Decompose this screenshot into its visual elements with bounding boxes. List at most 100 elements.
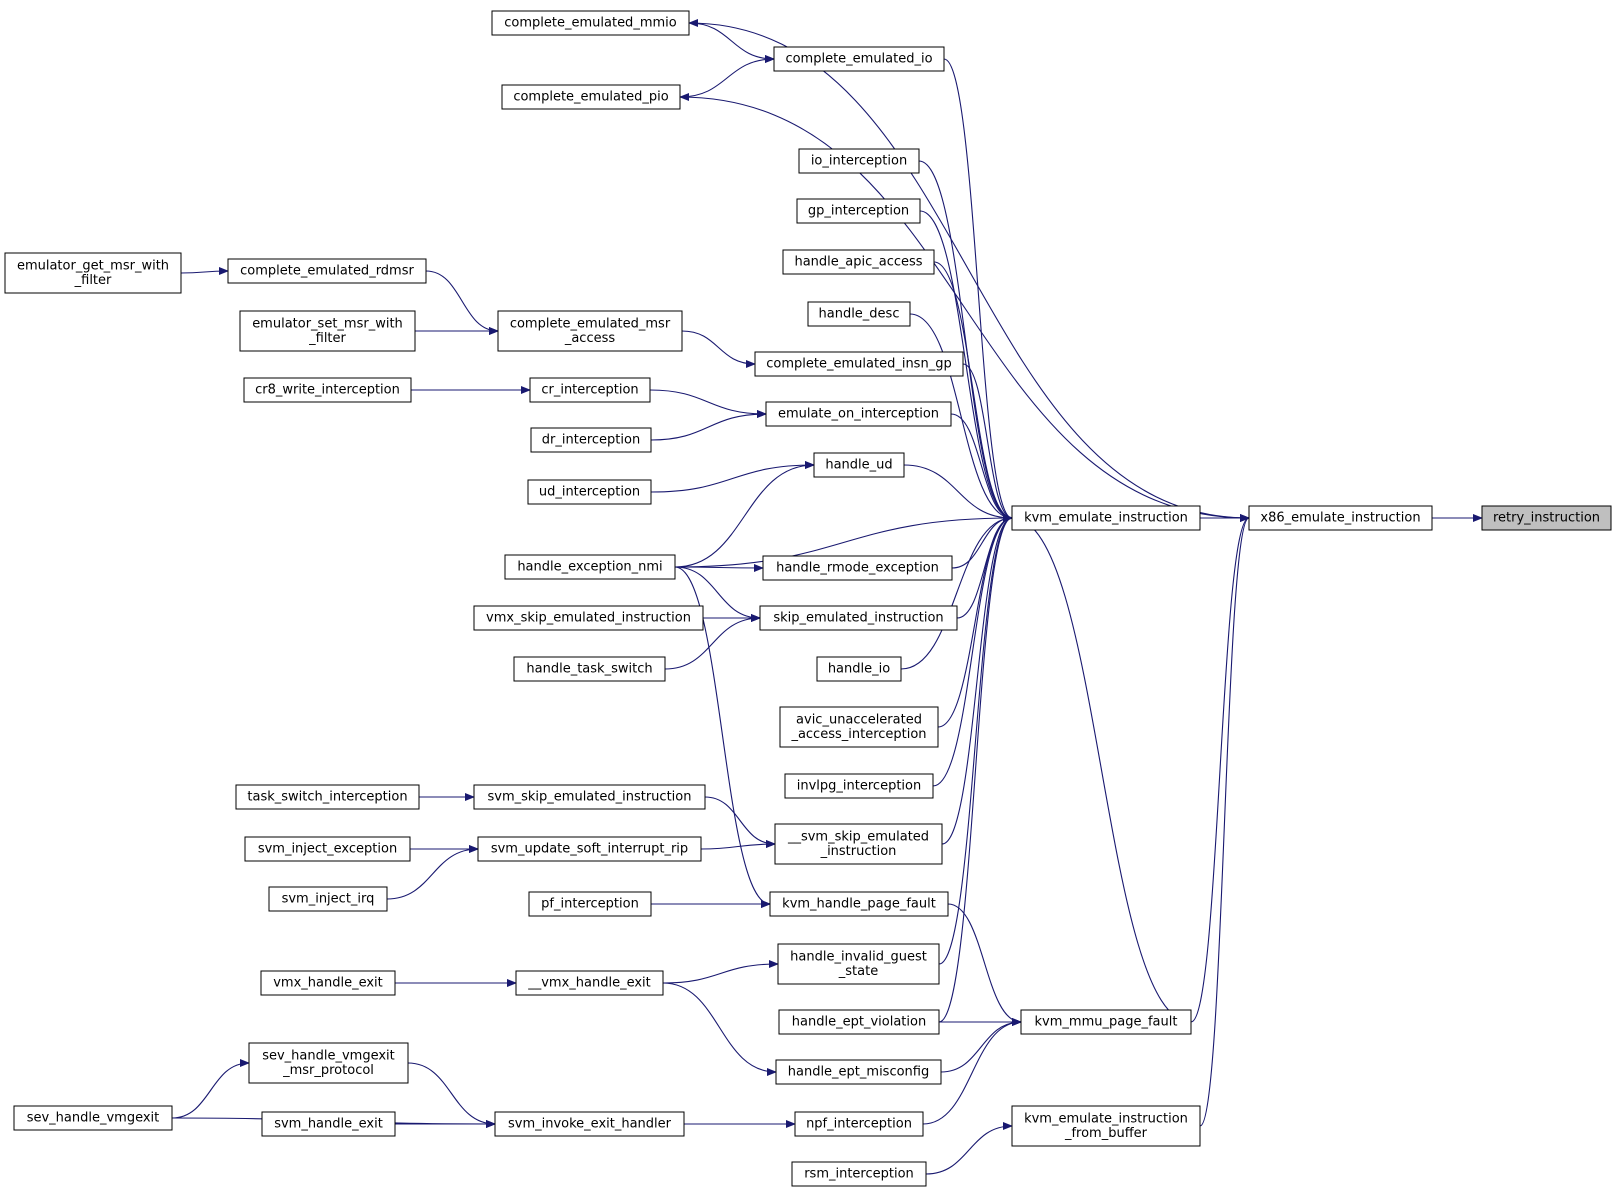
node-handle-rmode-exception[interactable]: handle_rmode_exception [762,555,953,581]
node-label: handle_ept_misconfig [788,1065,929,1080]
node-svm-inject-exception[interactable]: svm_inject_exception [244,836,411,862]
node-sev-handle-vmgexit[interactable]: sev_handle_vmgexit [13,1105,173,1131]
node-label: emulate_on_interception [778,407,939,422]
edge-complete-emulated-rdmsr-to-complete-emulated-msr-access [425,270,499,335]
node-label: kvm_emulate_instruction [1024,1111,1188,1126]
node-label: gp_interception [808,204,909,219]
node-x86-emulate-instruction[interactable]: x86_emulate_instruction [1248,505,1433,531]
node-handle-io[interactable]: handle_io [816,656,902,682]
node-label: _filter [74,273,112,288]
edge-complete-emulated-io-to-kvm-emulate-instruction [943,58,1013,522]
node-emulate-on-interception[interactable]: emulate_on_interception [765,401,952,427]
node-handle-exception-nmi[interactable]: handle_exception_nmi [504,554,676,580]
node-label: task_switch_interception [247,790,407,805]
node-label: invlpg_interception [797,779,921,794]
node-task-switch-interception[interactable]: task_switch_interception [235,784,420,810]
node-box [261,1111,396,1137]
node-box [248,1042,409,1084]
node-sev-handle-vmgexit-msr-protocol[interactable]: sev_handle_vmgexit_msr_protocol [248,1042,409,1084]
node-svm-invoke-exit-handler[interactable]: svm_invoke_exit_handler [494,1111,685,1137]
node-complete-emulated-mmio[interactable]: complete_emulated_mmio [491,10,690,36]
node-label: handle_ud [825,458,892,473]
node-label: handle_exception_nmi [517,560,662,575]
edge-handle-exception-nmi-to-kvm-handle-page-fault [674,566,771,908]
node-box [1248,505,1433,531]
node-handle-ud[interactable]: handle_ud [813,452,905,478]
node-ud-interception[interactable]: ud_interception [527,479,652,505]
node-complete-emulated-pio[interactable]: complete_emulated_pio [501,84,681,110]
node-label: _filter [308,331,346,346]
node-complete-emulated-msr-access[interactable]: complete_emulated_msr_access [497,310,683,352]
node-kvm-emulate-instruction-from-buffer[interactable]: kvm_emulate_instruction_from_buffer [1011,1105,1201,1147]
node-kvm-mmu-page-fault[interactable]: kvm_mmu_page_fault [1020,1009,1192,1035]
node-box [473,605,704,631]
node-label: retry_instruction [1493,511,1600,526]
node-svm-update-soft-interrupt-rip[interactable]: svm_update_soft_interrupt_rip [477,836,702,862]
node-complete-emulated-rdmsr[interactable]: complete_emulated_rdmsr [227,258,427,284]
edge-handle-desc-to-kvm-emulate-instruction [909,313,1013,522]
edge-handle-exception-nmi-to-handle-rmode-exception [674,563,764,572]
node-avic-unaccelerated-access-interception[interactable]: avic_unaccelerated_access_interception [779,706,939,748]
edge-handle-exception-nmi-to-kvm-emulate-instruction [674,514,1013,568]
node-handle-desc[interactable]: handle_desc [807,301,911,327]
node-box [513,656,666,682]
node-label: _state [838,964,878,979]
node-invlpg-interception[interactable]: invlpg_interception [784,773,934,799]
node-svm-handle-exit[interactable]: svm_handle_exit [261,1111,396,1137]
node-emulator-set-msr-with-filter[interactable]: emulator_set_msr_with_filter [239,310,416,352]
node-kvm-emulate-instruction[interactable]: kvm_emulate_instruction [1011,505,1201,531]
node-handle-invalid-guest-state[interactable]: handle_invalid_guest_state [777,943,940,985]
node-box [260,970,396,996]
node-gp-interception[interactable]: gp_interception [796,198,921,224]
edge-handle-exception-nmi-to-handle-ud [674,461,815,568]
node-label: sev_handle_vmgexit [27,1111,160,1126]
node-emulator-get-msr-with-filter[interactable]: emulator_get_msr_with_filter [4,252,182,294]
node-box [243,377,412,403]
node-handle-ept-misconfig[interactable]: handle_ept_misconfig [775,1059,942,1085]
node-kvm-handle-page-fault[interactable]: kvm_handle_page_fault [769,891,949,917]
node-vmx-handle-exit-dunder[interactable]: __vmx_handle_exit [515,970,664,996]
node-svm-skip-emulated-instruction-dunder[interactable]: __svm_skip_emulated_instruction [774,823,943,865]
edge-vmx-handle-exit-dunder-to-handle-invalid-guest-state [662,960,779,984]
node-label: io_interception [811,154,907,169]
node-box [1011,505,1201,531]
node-svm-skip-emulated-instruction[interactable]: svm_skip_emulated_instruction [473,784,706,810]
node-box [778,1009,940,1035]
node-retry-instruction[interactable]: retry_instruction [1481,505,1612,531]
node-vmx-handle-exit[interactable]: vmx_handle_exit [260,970,396,996]
node-handle-ept-violation[interactable]: handle_ept_violation [778,1009,940,1035]
node-label: handle_desc [819,307,900,322]
node-io-interception[interactable]: io_interception [798,148,920,174]
node-complete-emulated-insn-gp[interactable]: complete_emulated_insn_gp [754,351,964,377]
edge-dr-interception-to-emulate-on-interception [650,410,767,441]
node-handle-apic-access[interactable]: handle_apic_access [782,249,935,275]
edge-complete-emulated-mmio-to-complete-emulated-io [688,22,775,63]
node-box [779,706,939,748]
node-npf-interception[interactable]: npf_interception [794,1111,924,1137]
node-box [773,46,945,72]
node-cr-interception[interactable]: cr_interception [529,377,651,403]
node-rsm-interception[interactable]: rsm_interception [791,1161,927,1187]
node-label: _msr_protocol [282,1063,374,1078]
edge-invlpg-interception-to-kvm-emulate-instruction [932,514,1013,787]
node-label: svm_skip_emulated_instruction [488,790,692,805]
node-complete-emulated-io[interactable]: complete_emulated_io [773,46,945,72]
node-label: __vmx_handle_exit [527,976,651,991]
node-box [775,1059,942,1085]
node-box [527,479,652,505]
node-handle-task-switch[interactable]: handle_task_switch [513,656,666,682]
node-label: cr8_write_interception [255,383,400,398]
node-cr8-write-interception[interactable]: cr8_write_interception [243,377,412,403]
node-skip-emulated-instruction[interactable]: skip_emulated_instruction [759,605,958,631]
node-label: complete_emulated_io [785,52,932,67]
node-svm-inject-irq[interactable]: svm_inject_irq [268,886,388,912]
node-vmx-skip-emulated-instruction[interactable]: vmx_skip_emulated_instruction [473,605,704,631]
edge-vmx-handle-exit-dunder-to-handle-ept-misconfig [662,982,777,1076]
node-box [769,891,949,917]
node-dr-interception[interactable]: dr_interception [530,427,652,453]
node-pf-interception[interactable]: pf_interception [528,891,652,917]
node-box [501,84,681,110]
node-box [1011,1105,1201,1147]
node-label: sev_handle_vmgexit [262,1048,395,1063]
